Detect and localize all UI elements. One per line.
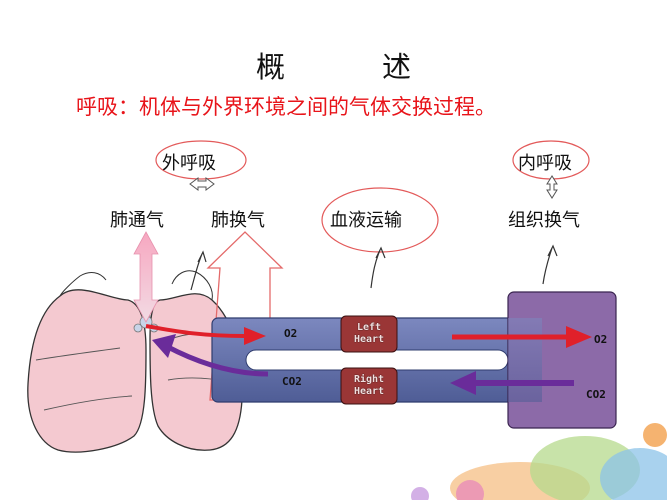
tissue-co2-label: CO2: [586, 388, 606, 401]
right-heart-block: [340, 367, 398, 405]
oxygen-arrow-icon: [244, 327, 266, 345]
external-respiration-oval: [155, 140, 247, 180]
vessel-loop-gap: [245, 349, 509, 371]
blood-transport-label: 血液运输: [330, 210, 402, 231]
lung-pointer-icon: [190, 250, 207, 291]
lung-co2-label: CO2: [282, 375, 302, 388]
up-down-arrow-icon: [546, 175, 558, 199]
left-right-arrow-icon: [189, 177, 215, 191]
definition-text: 呼吸：机体与外界环境之间的气体交换过程。: [76, 95, 496, 119]
heart-pointer-icon: [370, 246, 386, 289]
ventilation-arrow-icon: [133, 231, 159, 323]
left-heart-block: [340, 315, 398, 353]
pulmonary-ventilation-label: 肺通气: [110, 210, 164, 231]
lung-oxygen-label: O2: [284, 327, 298, 340]
oxygen-flow-line: [145, 324, 245, 338]
tissue-co2-arrow-icon: [450, 371, 476, 395]
co2-flow-line: [164, 343, 269, 377]
decorative-corner: [411, 423, 667, 500]
left-heart-label: Left Heart: [346, 322, 392, 346]
tissue-oxygen-label: O2: [594, 333, 608, 346]
tissue-pointer-icon: [542, 244, 558, 285]
right-heart-label-line2: Heart: [353, 386, 385, 397]
page-title: 概 述: [255, 50, 445, 84]
lungs-illustration: [27, 257, 243, 453]
tissue-oxygen-arrow-icon: [566, 326, 592, 348]
tissue-vessel-overlap: [508, 318, 542, 402]
external-respiration-label: 外呼吸: [162, 153, 216, 174]
tissue-exchange-label: 组织换气: [508, 210, 580, 231]
left-heart-label-line2: Heart: [353, 334, 385, 345]
internal-respiration-label: 内呼吸: [518, 153, 572, 174]
right-heart-label: Right Heart: [346, 374, 392, 398]
blood-transport-oval: [321, 187, 439, 253]
right-heart-label-line1: Right: [353, 374, 385, 385]
pulmonary-exchange-label: 肺换气: [211, 210, 265, 231]
left-heart-label-line1: Left: [356, 322, 382, 333]
co2-arrow-icon: [152, 334, 176, 358]
